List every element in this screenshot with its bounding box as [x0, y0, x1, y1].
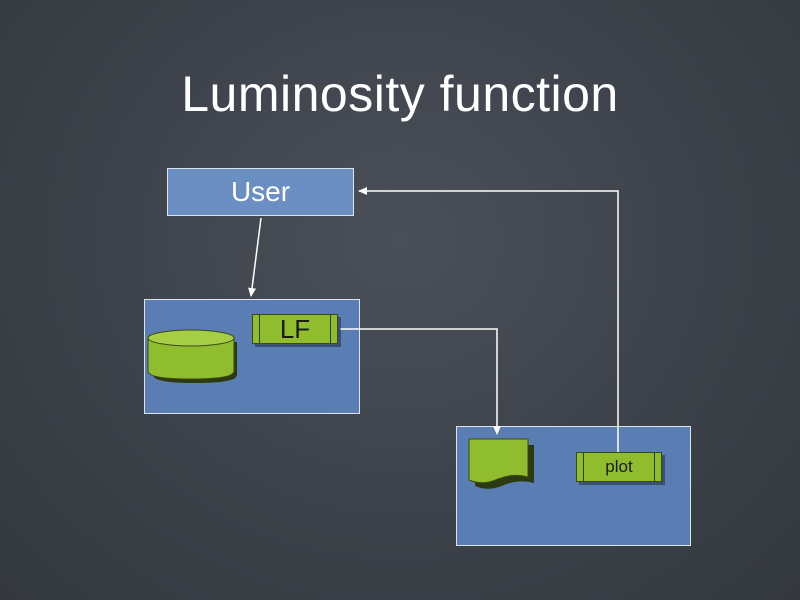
edge-lf-to-document [340, 328, 501, 435]
document-icon[interactable] [468, 438, 534, 489]
database-icon[interactable] [147, 329, 237, 383]
plot-process-node[interactable]: plot [576, 452, 662, 482]
edge-user-to-lf [248, 217, 262, 297]
edge-plot-to-user [358, 187, 619, 452]
lf-process-node[interactable]: LF [252, 314, 338, 344]
lf-process-label: LF [279, 313, 311, 344]
slide-title: Luminosity function [181, 66, 619, 122]
connectors [248, 187, 619, 452]
plot-process-label: plot [605, 457, 633, 476]
user-node[interactable]: User [167, 168, 354, 216]
user-node-label: User [230, 176, 291, 207]
